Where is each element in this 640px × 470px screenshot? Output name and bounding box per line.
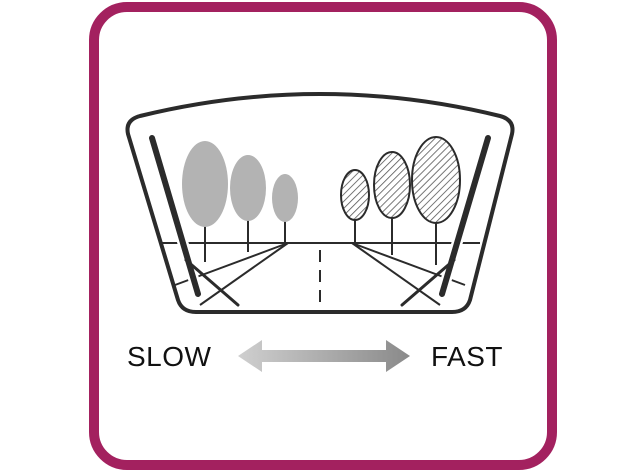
tree-small-solid <box>272 174 298 222</box>
right-wiper <box>400 132 494 307</box>
hatched-trees <box>340 136 461 265</box>
slow-label: SLOW <box>127 341 212 372</box>
fast-label: FAST <box>431 341 504 372</box>
tree-large-hatched <box>411 136 461 224</box>
windshield-outline <box>125 92 515 314</box>
double-arrow-icon <box>238 340 410 372</box>
left-wiper <box>146 132 240 307</box>
tree-large-solid <box>182 141 228 227</box>
solid-trees <box>182 141 298 262</box>
tree-medium-hatched <box>373 151 411 219</box>
tree-small-hatched <box>340 169 370 221</box>
tree-medium-solid <box>230 155 266 221</box>
